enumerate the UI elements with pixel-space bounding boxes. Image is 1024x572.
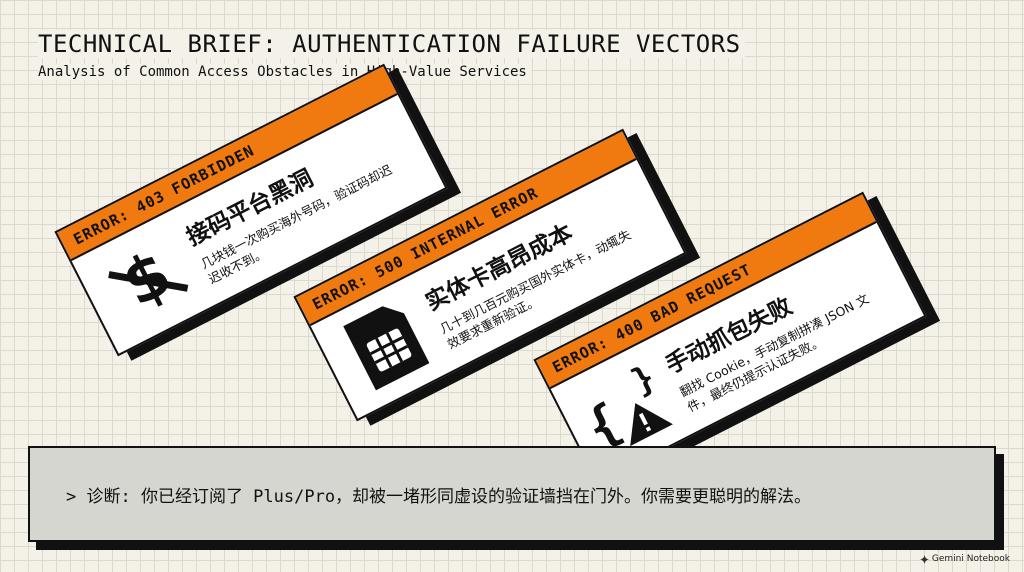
sim-card-icon bbox=[326, 284, 447, 405]
brand-watermark: Gemini Notebook bbox=[919, 554, 1010, 564]
brand-label: Gemini Notebook bbox=[931, 554, 1010, 564]
page-subtitle: Analysis of Common Access Obstacles in H… bbox=[38, 64, 531, 80]
page-title: TECHNICAL BRIEF: AUTHENTICATION FAILURE … bbox=[38, 30, 745, 58]
error-card-500: ERROR: 500 INTERNAL ERROR 实体卡高昂成本 几十到几百元… bbox=[293, 128, 701, 426]
crossed-out-dollar-icon: $ bbox=[87, 219, 208, 340]
gemini-logo-icon bbox=[919, 554, 929, 564]
error-card-403: ERROR: 403 FORBIDDEN $ 接码平台黑洞 几块钱一次购买海外号… bbox=[54, 63, 462, 361]
error-card-400: ERROR: 400 BAD REQUEST { } 手动抓包失败 翻找 Coo… bbox=[533, 191, 941, 489]
diagnosis-text: > 诊断: 你已经订阅了 Plus/Pro，却被一堵形同虚设的验证墙挡在门外。你… bbox=[66, 486, 812, 507]
diagnosis-terminal: > 诊断: 你已经订阅了 Plus/Pro，却被一堵形同虚设的验证墙挡在门外。你… bbox=[28, 446, 1004, 550]
